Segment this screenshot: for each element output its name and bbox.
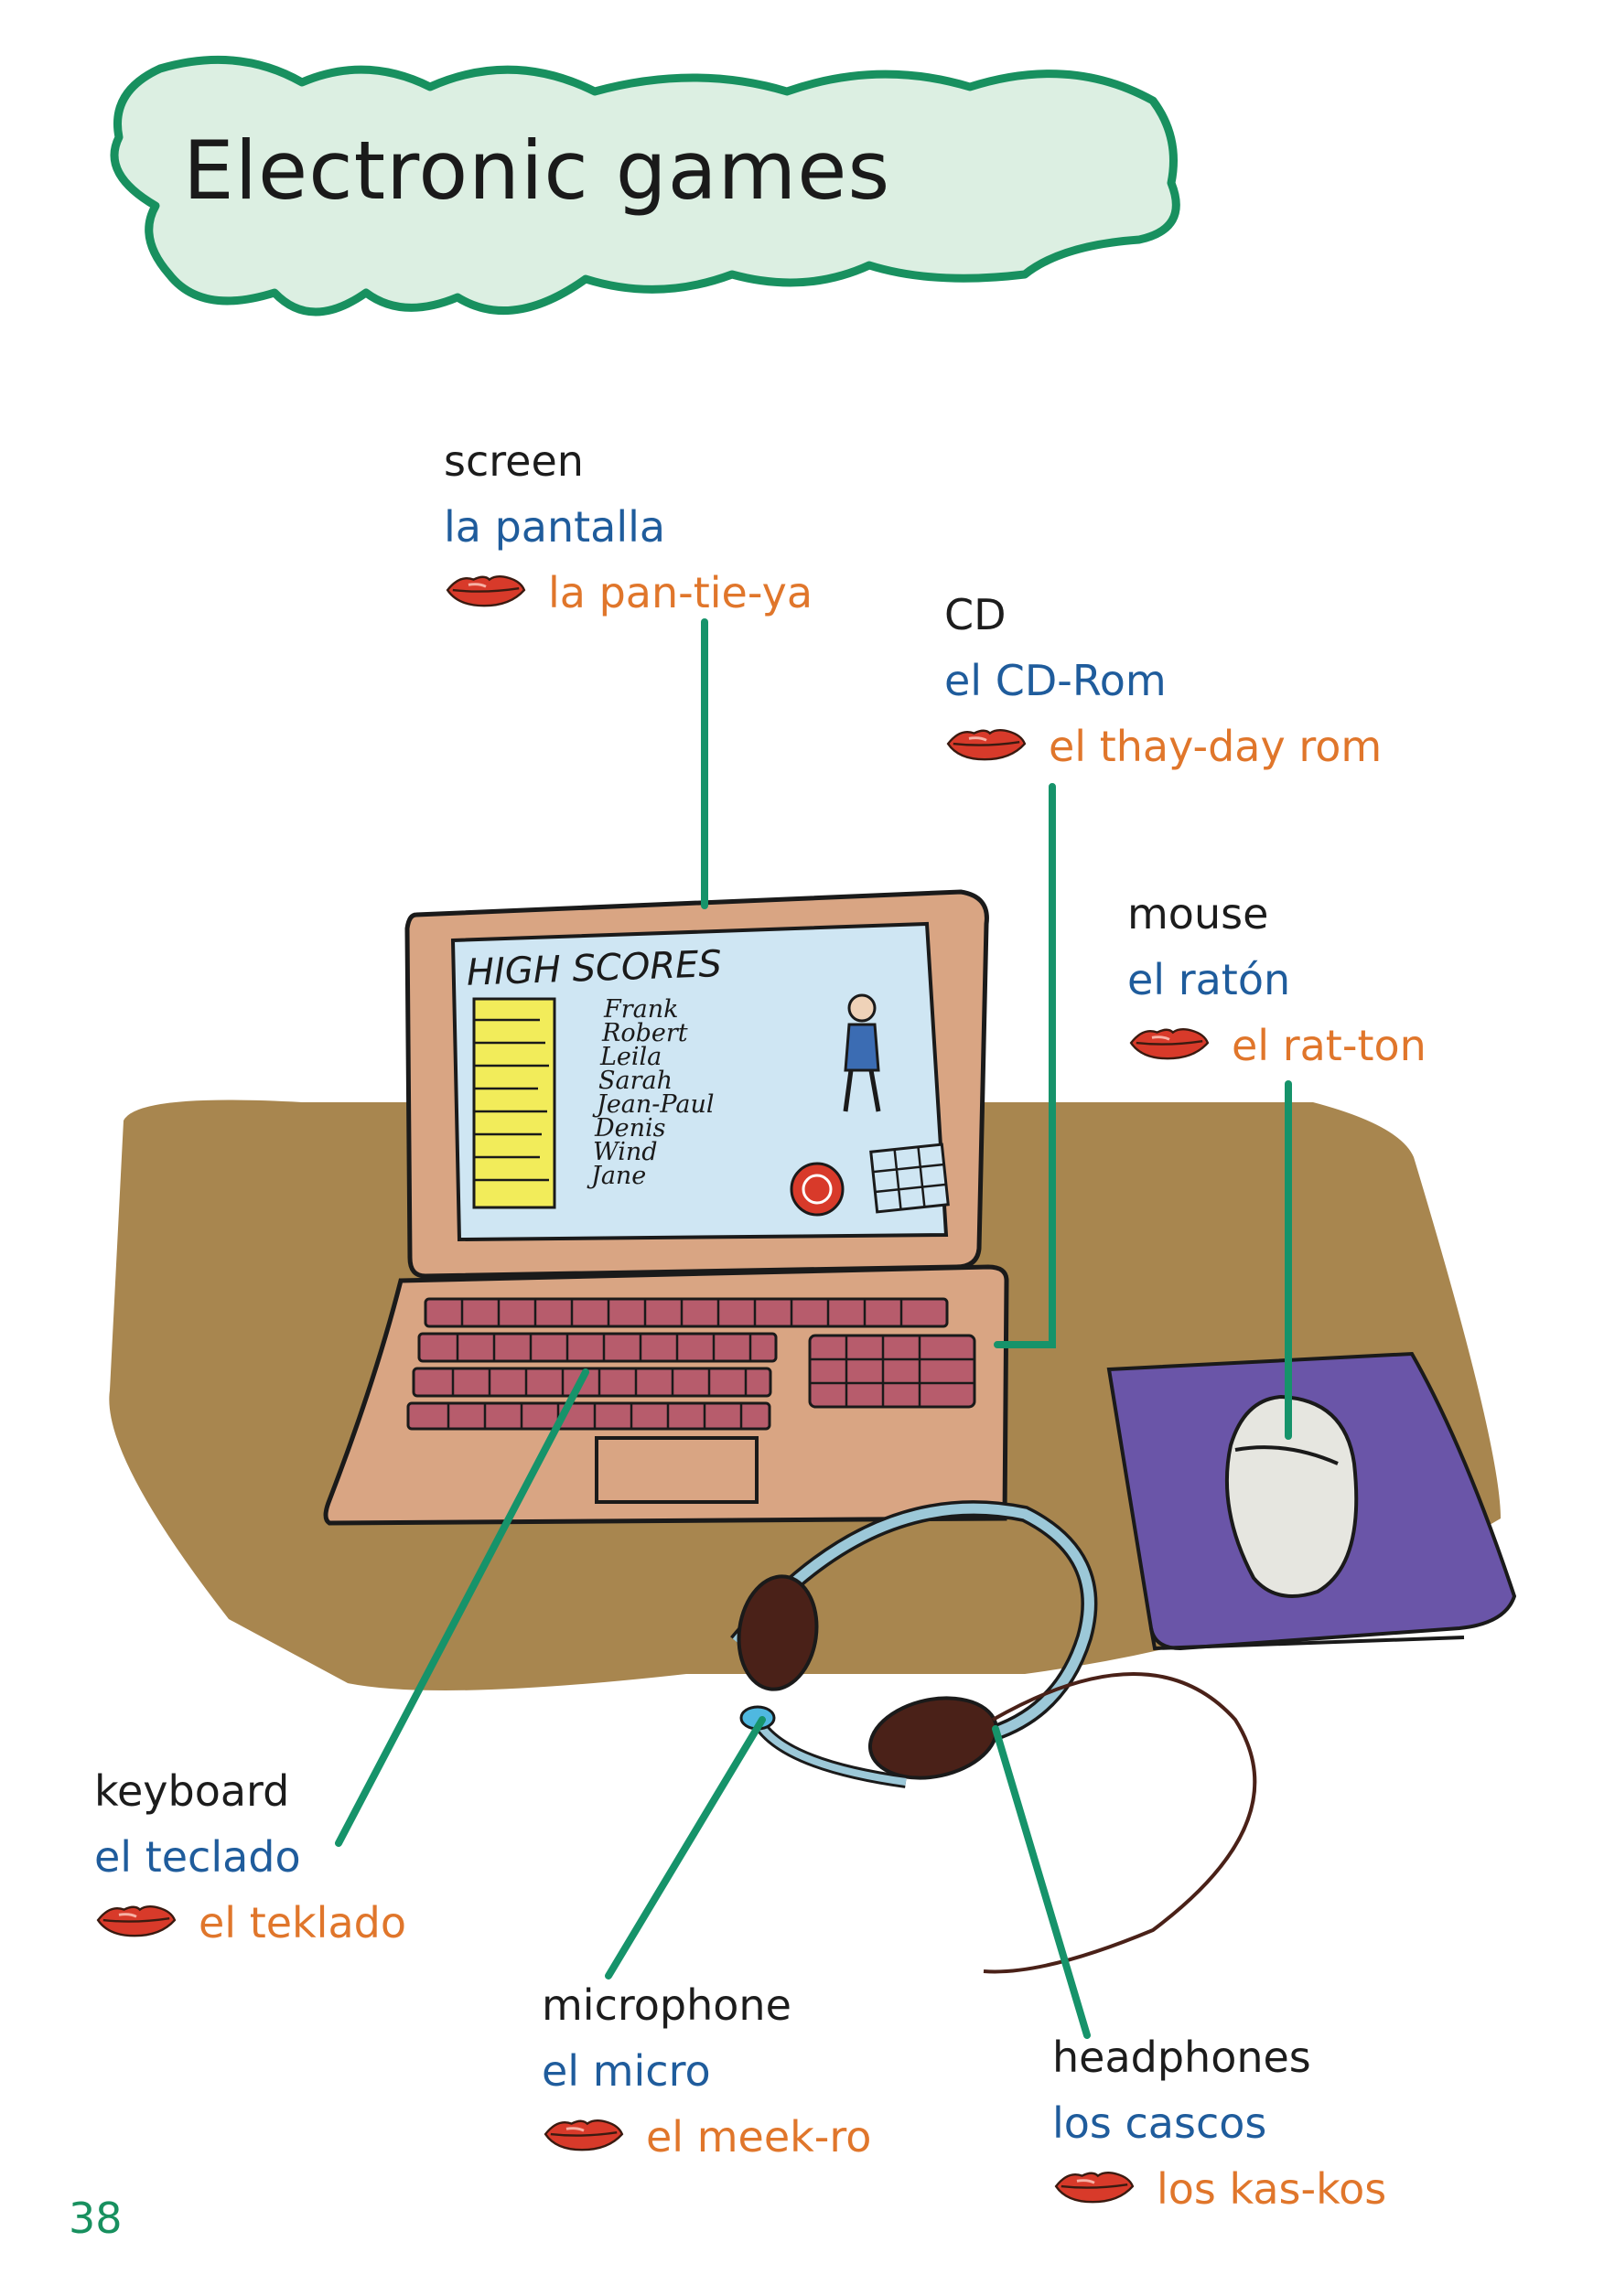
score-bars bbox=[472, 997, 556, 1209]
screen-name: Leila bbox=[599, 1043, 662, 1071]
laptop-screen bbox=[450, 921, 949, 1242]
label-cd-pronunciation-row: el thay-day rom bbox=[944, 713, 1382, 779]
label-microphone: microphone el micro el meek-ro bbox=[542, 1972, 871, 2170]
label-cd-pronunciation: el thay-day rom bbox=[1049, 722, 1383, 771]
title-cloud bbox=[110, 55, 1180, 317]
label-keyboard-pronunciation-row: el teklado bbox=[94, 1890, 406, 1956]
headset-cable bbox=[983, 1672, 1257, 1974]
label-keyboard-pronunciation: el teklado bbox=[199, 1898, 406, 1947]
pointer-line-cd bbox=[994, 783, 1056, 1348]
player-figure bbox=[843, 993, 881, 1112]
pointer-line-microphone bbox=[605, 1716, 766, 1979]
label-headphones: headphones los cascos los kas-kos bbox=[1052, 2024, 1386, 2222]
screen-name: Sarah bbox=[598, 1067, 673, 1095]
pointer-line-keyboard bbox=[335, 1368, 589, 1847]
screen-name: Jane bbox=[587, 1162, 646, 1190]
screen-name: Jean-Paul bbox=[592, 1090, 715, 1119]
label-microphone-english: microphone bbox=[542, 1980, 791, 2030]
label-keyboard: keyboard el teclado el teklado bbox=[94, 1758, 406, 1956]
touchpad bbox=[595, 1436, 759, 1504]
label-microphone-pronunciation: el meek-ro bbox=[646, 2112, 872, 2162]
screen-name-list: FrankRobertLeilaSarahJean-PaulDenisWindJ… bbox=[587, 995, 715, 1190]
label-mouse: mouse el ratón el rat-ton bbox=[1127, 881, 1427, 1078]
label-screen-english: screen bbox=[444, 436, 584, 486]
label-mouse-pronunciation-row: el rat-ton bbox=[1127, 1013, 1427, 1078]
label-screen: screen la pantalla la pan-tie-ya bbox=[444, 428, 813, 626]
label-microphone-pronunciation-row: el meek-ro bbox=[542, 2104, 871, 2170]
screen-name: Robert bbox=[601, 1019, 688, 1047]
label-cd: CD el CD-Rom el thay-day rom bbox=[944, 582, 1382, 779]
label-headphones-pronunciation: los kas-kos bbox=[1157, 2164, 1387, 2214]
label-keyboard-english: keyboard bbox=[94, 1766, 290, 1816]
headphone-right bbox=[867, 1696, 999, 1780]
screen-heading: HIGH SCORES bbox=[466, 943, 722, 994]
target-icon bbox=[790, 1162, 845, 1217]
label-keyboard-spanish: el teclado bbox=[94, 1832, 301, 1882]
pointer-line-headphones bbox=[992, 1725, 1091, 2039]
label-headphones-spanish: los cascos bbox=[1052, 2098, 1267, 2148]
label-screen-pronunciation: la pan-tie-ya bbox=[548, 568, 813, 617]
pointer-lines bbox=[335, 618, 1292, 2039]
keyboard-keys bbox=[406, 1297, 949, 1431]
lips-icon bbox=[446, 574, 526, 607]
headphone-left bbox=[737, 1574, 819, 1691]
lips-icon bbox=[1129, 1027, 1210, 1060]
screen-name: Denis bbox=[594, 1114, 666, 1143]
label-screen-pronunciation-row: la pan-tie-ya bbox=[444, 560, 813, 626]
label-mouse-pronunciation: el rat-ton bbox=[1232, 1021, 1427, 1070]
screen-name: Frank bbox=[603, 995, 679, 1024]
screen-grid bbox=[869, 1143, 950, 1214]
label-cd-english: CD bbox=[944, 590, 1007, 639]
lips-icon bbox=[544, 2119, 624, 2151]
lips-icon bbox=[946, 728, 1027, 761]
lips-icon bbox=[1054, 2171, 1135, 2204]
label-microphone-spanish: el micro bbox=[542, 2046, 711, 2096]
label-mouse-english: mouse bbox=[1127, 889, 1269, 939]
label-mouse-spanish: el ratón bbox=[1127, 955, 1291, 1004]
label-headphones-english: headphones bbox=[1052, 2033, 1311, 2082]
label-screen-spanish: la pantalla bbox=[444, 502, 666, 552]
number-pad bbox=[808, 1334, 976, 1409]
label-headphones-pronunciation-row: los kas-kos bbox=[1052, 2156, 1386, 2222]
label-cd-spanish: el CD-Rom bbox=[944, 656, 1167, 705]
page-title: Electronic games bbox=[183, 123, 891, 218]
lips-icon bbox=[96, 1904, 177, 1937]
page-number: 38 bbox=[69, 2194, 123, 2243]
screen-name: Wind bbox=[593, 1138, 658, 1166]
